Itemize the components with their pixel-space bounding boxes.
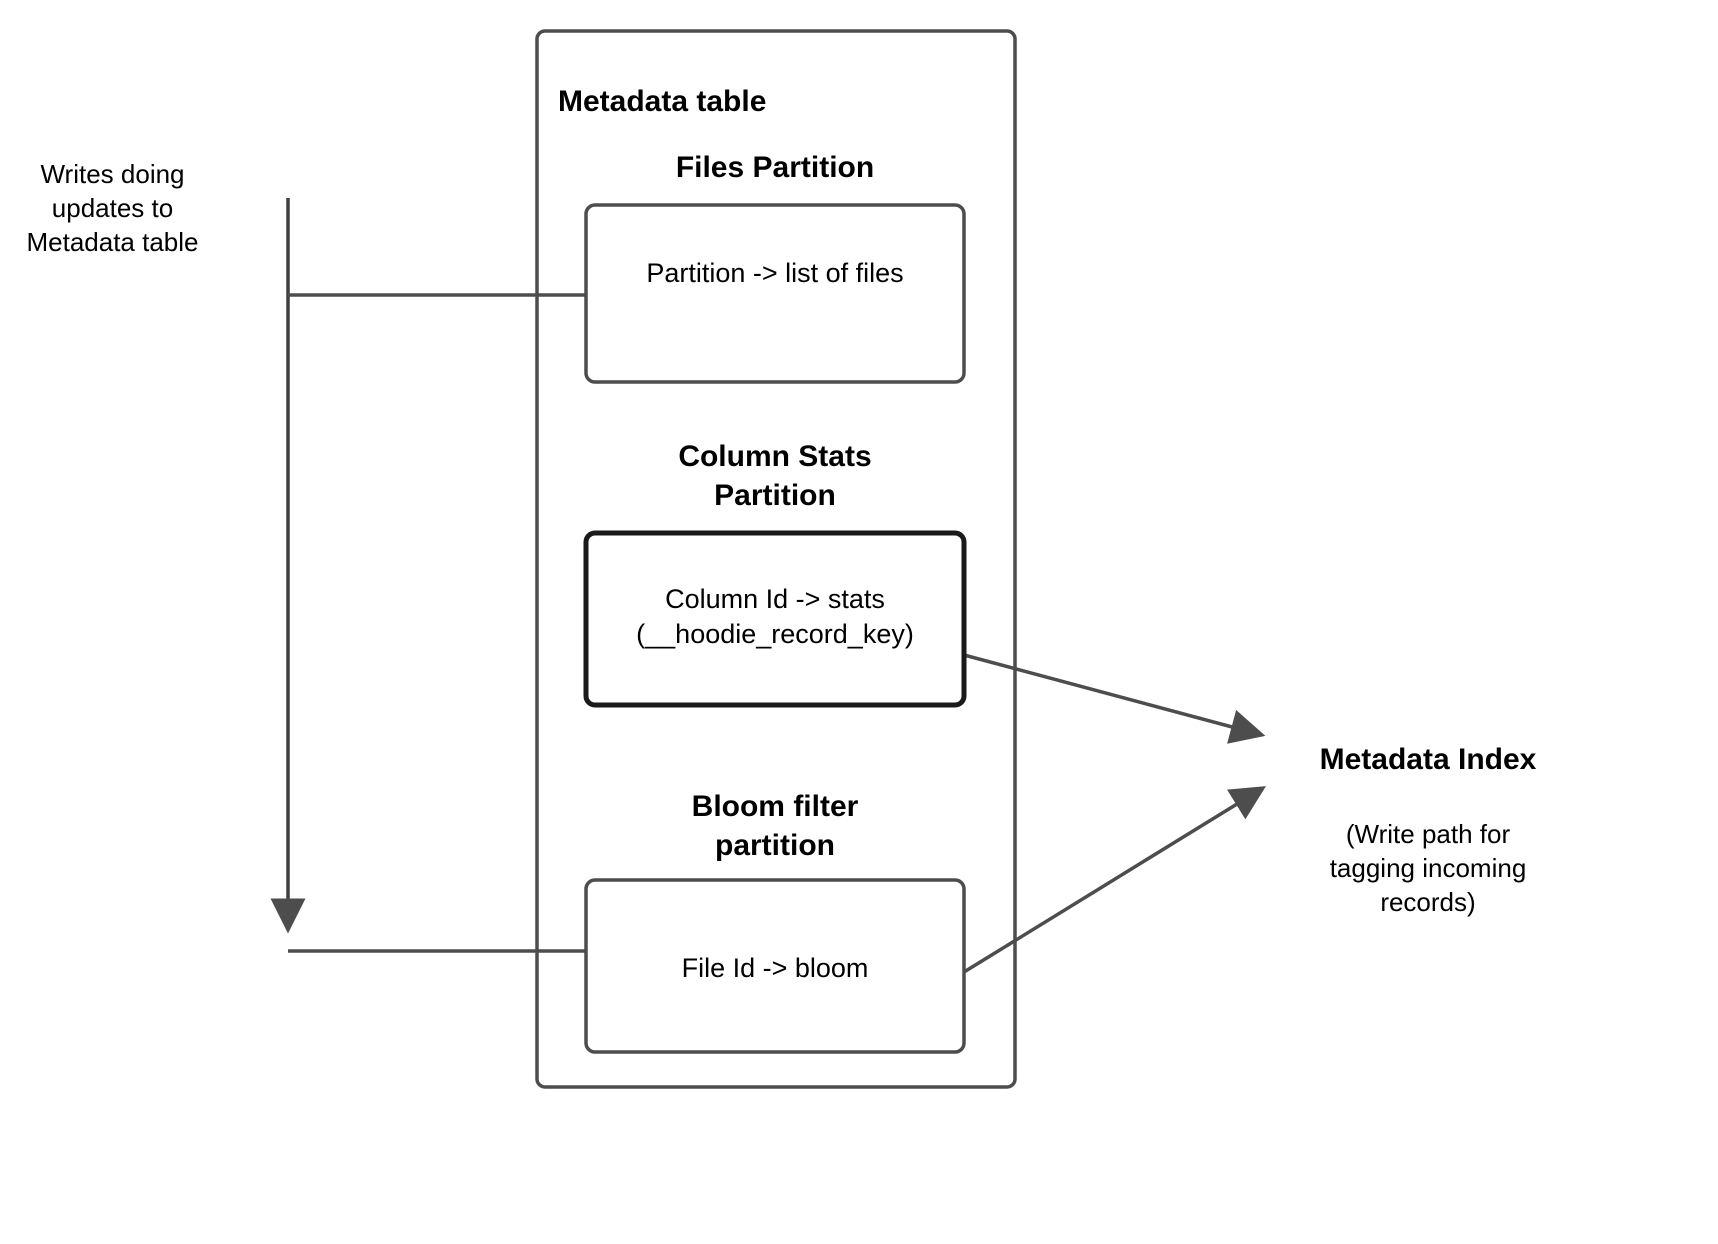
files-partition-box <box>584 203 966 384</box>
bloom-filter-partition-title: Bloom filter partition <box>691 790 859 862</box>
bloom-filter-partition-box-text: File Id -> bloom <box>681 953 869 983</box>
column-stats-partition-box-text: Column Id -> stats (__hoodie_record_key) <box>636 584 914 650</box>
metadata-table-title: Metadata table <box>558 85 767 118</box>
files-partition-title: Files Partition <box>675 151 875 184</box>
metadata-table-box <box>535 29 1017 1089</box>
files-partition-box-text: Partition -> list of files <box>646 258 904 288</box>
column-stats-partition-title: Column Stats Partition <box>678 440 872 512</box>
write-path-note: Writes doing updates to Metadata table <box>26 159 199 257</box>
metadata-index-caption: (Write path for tagging incoming records… <box>1329 819 1527 917</box>
arrow-bloom-to-index <box>963 786 1266 974</box>
metadata-index-title: Metadata Index <box>1319 743 1537 776</box>
arrow-colstats-to-index <box>963 653 1266 744</box>
